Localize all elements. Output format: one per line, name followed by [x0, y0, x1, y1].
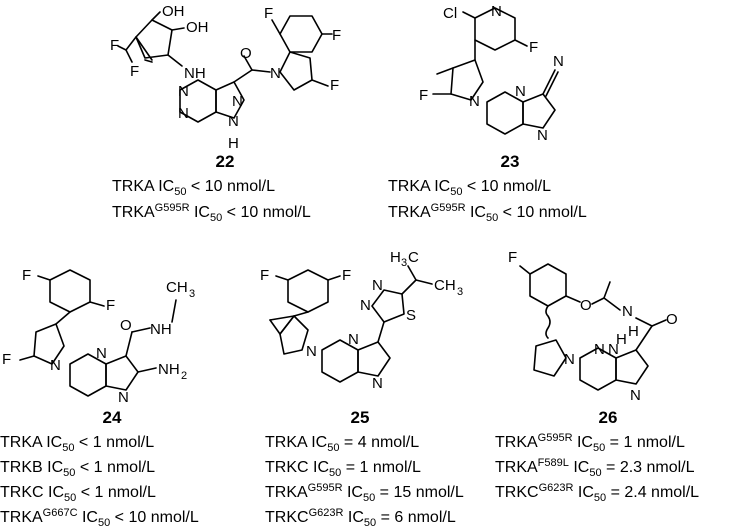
compound-23-structure: N Cl F F N N N N	[419, 3, 564, 144]
atom-f-2: F	[130, 63, 139, 80]
atom-h-nh: H	[228, 135, 239, 152]
compound-24-activity-4: TRKAG667C IC50 < 10 nmol/L	[0, 507, 199, 529]
atom-n-3: N	[608, 341, 619, 358]
compound-25-activity-4: TRKCG623R IC50 = 6 nmol/L	[265, 507, 456, 529]
atom-h3c: H	[390, 249, 401, 266]
compound-22-structure: OH OH F F NH N N N N H O N F F F	[110, 3, 341, 152]
atom-n-1: N	[564, 351, 575, 368]
compound-22-activity-2: TRKAG595R IC50 < 10 nmol/L	[112, 202, 311, 224]
compound-25-activity-3: TRKAG595R IC50 = 15 nmol/L	[265, 482, 464, 504]
atom-o-1: O	[240, 45, 252, 62]
atom-f-2: F	[106, 297, 115, 314]
compound-25-structure: F F N N N N N S H 3 C CH 3	[260, 249, 463, 392]
compound-23-activity-1: TRKA IC50 < 10 nmol/L	[388, 178, 551, 198]
compound-22-activity-1: TRKA IC50 < 10 nmol/L	[112, 178, 275, 198]
compound-24-activity-3: TRKC IC50 < 1 nmol/L	[0, 484, 156, 504]
compound-26-structure: F O N H O N N N N H	[508, 249, 678, 404]
compound-25-activity-2: TRKC IC50 = 1 nmol/L	[265, 459, 421, 479]
atom-n-2: N	[594, 341, 605, 358]
atom-h-2: H	[616, 331, 627, 348]
compound-25-label: 25	[350, 408, 370, 427]
atom-oh-1: OH	[162, 3, 185, 20]
atom-f: F	[508, 249, 517, 266]
atom-f-1: F	[22, 267, 31, 284]
atom-n-2: N	[348, 331, 359, 348]
atom-f-1: F	[529, 39, 538, 56]
atom-f-3: F	[330, 77, 339, 94]
atom-o-amide: O	[666, 311, 678, 328]
atom-ch3-sub: 3	[457, 286, 463, 298]
atom-n-2: N	[96, 345, 107, 362]
compound-24-activity-2: TRKB IC50 < 1 nmol/L	[0, 459, 155, 479]
atom-f-2: F	[419, 87, 428, 104]
atom-nh-1: NH	[184, 65, 206, 82]
atom-h-nh: H	[628, 323, 639, 340]
compound-26-activity-2: TRKAF589L IC50 = 2.3 nmol/L	[495, 457, 695, 479]
atom-n-3: N	[118, 389, 129, 406]
compound-24-activity-1: TRKA IC50 < 1 nmol/L	[0, 434, 155, 454]
atom-ch3: CH	[434, 277, 456, 294]
atom-f-5: F	[332, 27, 341, 44]
atom-n-1: N	[491, 3, 502, 20]
compound-23-label: 23	[500, 152, 520, 171]
atom-n-2: N	[469, 93, 480, 110]
compound-26-activity-3: TRKCG623R IC50 = 2.4 nmol/L	[495, 482, 700, 504]
atom-h3c-sub: 3	[401, 257, 407, 269]
atom-n-5: N	[270, 65, 281, 82]
atom-n-3: N	[515, 83, 526, 100]
atom-n-3: N	[232, 93, 243, 110]
atom-n-4: N	[228, 113, 239, 130]
atom-n-4: N	[537, 127, 548, 144]
compound-26-activity-1: TRKAG595R IC50 = 1 nmol/L	[495, 432, 685, 454]
atom-f-1: F	[110, 37, 119, 54]
atom-n-5: N	[372, 277, 383, 294]
atom-h3c-end: C	[408, 249, 419, 266]
compound-25-activity-1: TRKA IC50 = 4 nmol/L	[265, 434, 420, 454]
atom-n-3: N	[372, 375, 383, 392]
atom-cl: Cl	[443, 5, 457, 22]
compound-26-label: 26	[598, 408, 618, 427]
atom-nh2-sub: 2	[181, 370, 187, 382]
atom-n-1: N	[306, 343, 317, 360]
atom-n-4: N	[630, 387, 641, 404]
atom-n-2: N	[178, 105, 189, 122]
atom-n-1: N	[50, 357, 61, 374]
atom-o-ether: O	[580, 297, 592, 314]
atom-f-4: F	[264, 5, 273, 22]
atom-f-1: F	[260, 267, 269, 284]
atom-nh2: NH	[158, 361, 180, 378]
atom-oh-2: OH	[186, 19, 209, 36]
atom-n-nitrile: N	[553, 53, 564, 70]
compound-23-activity-2: TRKAG595R IC50 < 10 nmol/L	[388, 202, 587, 224]
atom-o: O	[120, 317, 132, 334]
compound-24-label: 24	[102, 408, 122, 427]
atom-n-4: N	[360, 297, 371, 314]
atom-f-2: F	[342, 267, 351, 284]
compound-22-label: 22	[215, 152, 235, 171]
atom-n-1: N	[178, 83, 189, 100]
atom-ch3-sub: 3	[189, 288, 195, 300]
atom-nh: N	[622, 303, 633, 320]
compound-24-structure: F F F N N N NH 2 O NH CH 3	[2, 267, 195, 406]
atom-s: S	[406, 307, 416, 324]
atom-nh: NH	[150, 321, 172, 338]
atom-f-3: F	[2, 351, 11, 368]
atom-ch3: CH	[166, 279, 188, 296]
